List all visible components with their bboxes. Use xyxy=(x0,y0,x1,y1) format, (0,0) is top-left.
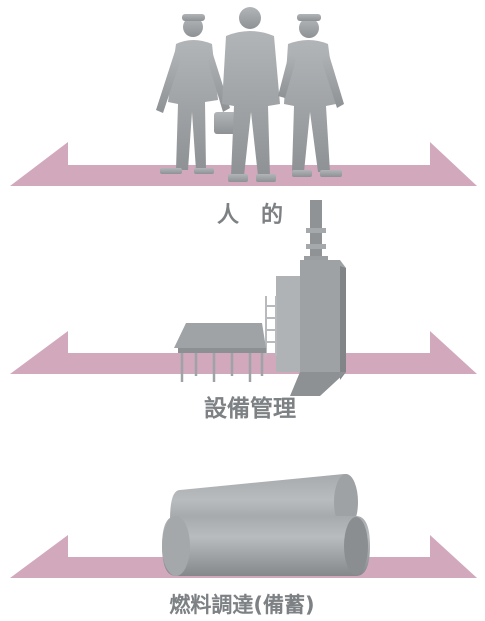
section-facility: 設備管理 xyxy=(10,200,477,422)
section-people: 人 的 xyxy=(10,7,477,228)
people-silhouette-icon xyxy=(156,7,344,182)
facility-plant-icon xyxy=(174,200,346,396)
fuel-pipes-icon xyxy=(162,474,370,576)
section-fuel: 燃料調達(備蓄) xyxy=(10,474,477,617)
double-arrow xyxy=(10,331,477,374)
section-label: 燃料調達(備蓄) xyxy=(169,593,314,617)
section-label: 設備管理 xyxy=(204,395,296,422)
section-label: 人 的 xyxy=(217,202,283,228)
double-arrow xyxy=(10,142,477,186)
